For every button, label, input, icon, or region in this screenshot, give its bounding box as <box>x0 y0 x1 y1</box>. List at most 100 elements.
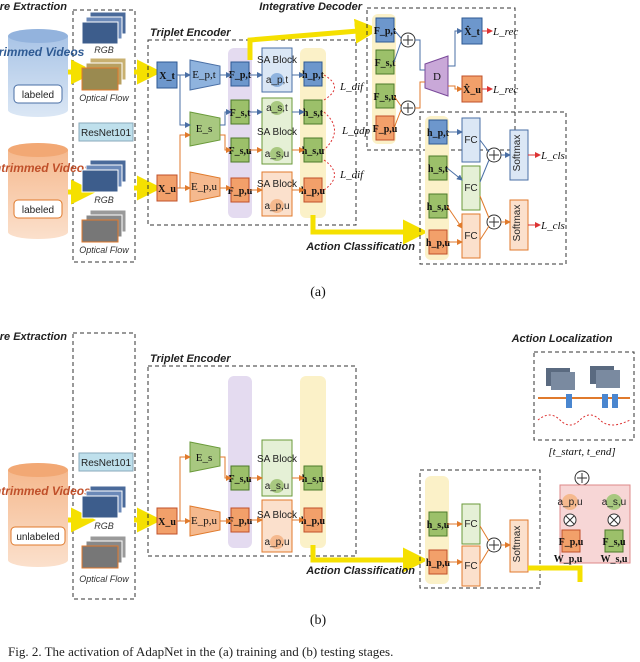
svg-text:FC: FC <box>464 561 477 572</box>
svg-text:RGB: RGB <box>94 195 114 205</box>
svg-text:D: D <box>433 71 441 83</box>
svg-text:E_s: E_s <box>196 452 213 464</box>
svg-text:a_s,u: a_s,u <box>602 497 626 508</box>
feature-extraction-box <box>72 9 136 263</box>
optical-flow-label: Optical Flow <box>79 93 129 103</box>
svg-text:a_s,u: a_s,u <box>265 149 289 160</box>
svg-text:X_t: X_t <box>159 71 175 82</box>
untrimmed-videos-cylinder-b: Untrimmed Videos unlabeled <box>0 463 91 567</box>
svg-text:RGB: RGB <box>94 521 114 531</box>
svg-text:a_p,u: a_p,u <box>264 537 289 548</box>
loss-dif-2: L_dif <box>339 169 365 181</box>
triplet-encoder-label-b: Triplet Encoder <box>150 353 231 365</box>
frame-stack-top: RGB Optical Flow <box>79 11 129 103</box>
figure-caption: Fig. 2. The activation of AdapNet in the… <box>8 644 393 659</box>
svg-text:Softmax: Softmax <box>512 135 523 172</box>
svg-text:F_s,u: F_s,u <box>373 92 397 103</box>
svg-text:F_p,t: F_p,t <box>374 26 397 37</box>
fc-3 <box>461 213 481 259</box>
feature-extraction-label-b: Feature Extraction <box>0 331 67 343</box>
svg-text:FC: FC <box>464 231 477 242</box>
triplet-encoder-box <box>147 39 357 226</box>
svg-text:a_p,t: a_p,t <box>266 75 288 86</box>
svg-text:W_p,u: W_p,u <box>554 554 583 565</box>
untrimmed-videos-cylinder: Untrimmed Videos labeled <box>0 143 91 239</box>
action-localization-box <box>533 351 635 441</box>
resnet-box <box>78 122 134 142</box>
svg-text:Optical Flow: Optical Flow <box>79 245 129 255</box>
svg-text:F_s,u: F_s,u <box>602 537 626 548</box>
svg-text:FC: FC <box>464 183 477 194</box>
triplet-encoder-label: Triplet Encoder <box>150 27 231 39</box>
t-range: [t_start, t_end] <box>548 446 615 458</box>
svg-text:SA Block: SA Block <box>257 55 298 66</box>
trimmed-videos-cylinder: Trimmed Videos labeled <box>0 29 85 117</box>
svg-text:SA Block: SA Block <box>257 179 298 190</box>
svg-text:a_p,u: a_p,u <box>557 497 582 508</box>
frame-stack-b: RGB Optical Flow <box>79 485 129 584</box>
svg-text:ResNet101: ResNet101 <box>81 458 131 469</box>
svg-text:SA Block: SA Block <box>257 510 298 521</box>
loss-rec-1: L_rec <box>492 26 518 38</box>
svg-text:h_p,u: h_p,u <box>301 516 326 527</box>
loss-cls-2: L_cls <box>540 220 565 232</box>
svg-text:F_p,u: F_p,u <box>373 124 398 135</box>
svg-text:X_u: X_u <box>158 517 176 528</box>
feature-extraction-box-b <box>72 332 136 600</box>
svg-text:h_p,u: h_p,u <box>426 558 451 569</box>
svg-text:h_s,t: h_s,t <box>428 164 449 175</box>
svg-text:X_u: X_u <box>158 184 176 195</box>
svg-text:Softmax: Softmax <box>512 526 523 563</box>
svg-text:h_s,u: h_s,u <box>427 520 450 531</box>
svg-text:SA Block: SA Block <box>257 127 298 138</box>
rgb-label: RGB <box>94 45 114 55</box>
untrimmed-videos-label: Untrimmed Videos <box>0 161 91 175</box>
svg-text:FC: FC <box>464 519 477 530</box>
svg-text:E_p,u: E_p,u <box>191 181 217 193</box>
svg-text:X̂_t: X̂_t <box>464 25 480 38</box>
integrative-decoder-label: Integrative Decoder <box>259 1 362 13</box>
svg-text:SA Block: SA Block <box>257 454 298 465</box>
untrimmed-videos-label-b: Untrimmed Videos <box>0 484 91 498</box>
panel-a: Feature Extraction Trimmed Videos labele… <box>0 1 567 300</box>
svg-text:h_s,u: h_s,u <box>302 146 325 157</box>
resnet-box-b <box>78 452 134 472</box>
encoder-pt <box>189 59 221 91</box>
svg-text:E_p,u: E_p,u <box>191 515 217 527</box>
svg-text:a_s,t: a_s,t <box>266 103 288 114</box>
svg-text:F_s,t: F_s,t <box>230 108 252 119</box>
panel-b: Feature Extraction Untrimmed Videos unla… <box>0 331 635 628</box>
svg-text:h_p,u: h_p,u <box>301 186 326 197</box>
feature-extraction-label: Feature Extraction <box>0 1 67 13</box>
loss-adp: L_adp <box>341 125 371 137</box>
svg-text:h_p,t: h_p,t <box>302 70 325 81</box>
caption-a: (a) <box>310 285 326 300</box>
svg-text:a_s,u: a_s,u <box>265 481 289 492</box>
loss-rec-2: L_rec <box>492 84 518 96</box>
svg-text:X̂_u: X̂_u <box>463 83 481 96</box>
loss-cls-1: L_cls <box>540 150 565 162</box>
action-classification-label: Action Classification <box>305 241 415 253</box>
svg-text:F_p,u: F_p,u <box>559 537 584 548</box>
svg-text:E_s: E_s <box>196 123 213 135</box>
encoder-pu <box>189 171 221 203</box>
svg-text:h_p,t: h_p,t <box>427 128 450 139</box>
svg-text:F_p,u: F_p,u <box>228 516 253 527</box>
svg-text:F_s,u: F_s,u <box>228 146 252 157</box>
svg-text:FC: FC <box>464 135 477 146</box>
svg-text:W_s,u: W_s,u <box>601 554 628 565</box>
decoder-d <box>424 55 449 97</box>
svg-text:E_p,t: E_p,t <box>192 69 216 81</box>
svg-text:a_p,u: a_p,u <box>264 201 289 212</box>
action-classification-box <box>419 111 567 265</box>
frame-stack-bottom: RGB Optical Flow <box>79 159 129 255</box>
trimmed-videos-label: Trimmed Videos <box>0 45 85 59</box>
caption-b: (b) <box>310 613 327 628</box>
svg-text:F_s,u: F_s,u <box>228 474 252 485</box>
svg-text:Softmax: Softmax <box>512 205 523 242</box>
fc-2 <box>461 165 481 211</box>
svg-text:F_p,u: F_p,u <box>228 186 253 197</box>
svg-text:F_s,t: F_s,t <box>375 58 397 69</box>
loss-dif-1: L_dif <box>339 81 365 93</box>
